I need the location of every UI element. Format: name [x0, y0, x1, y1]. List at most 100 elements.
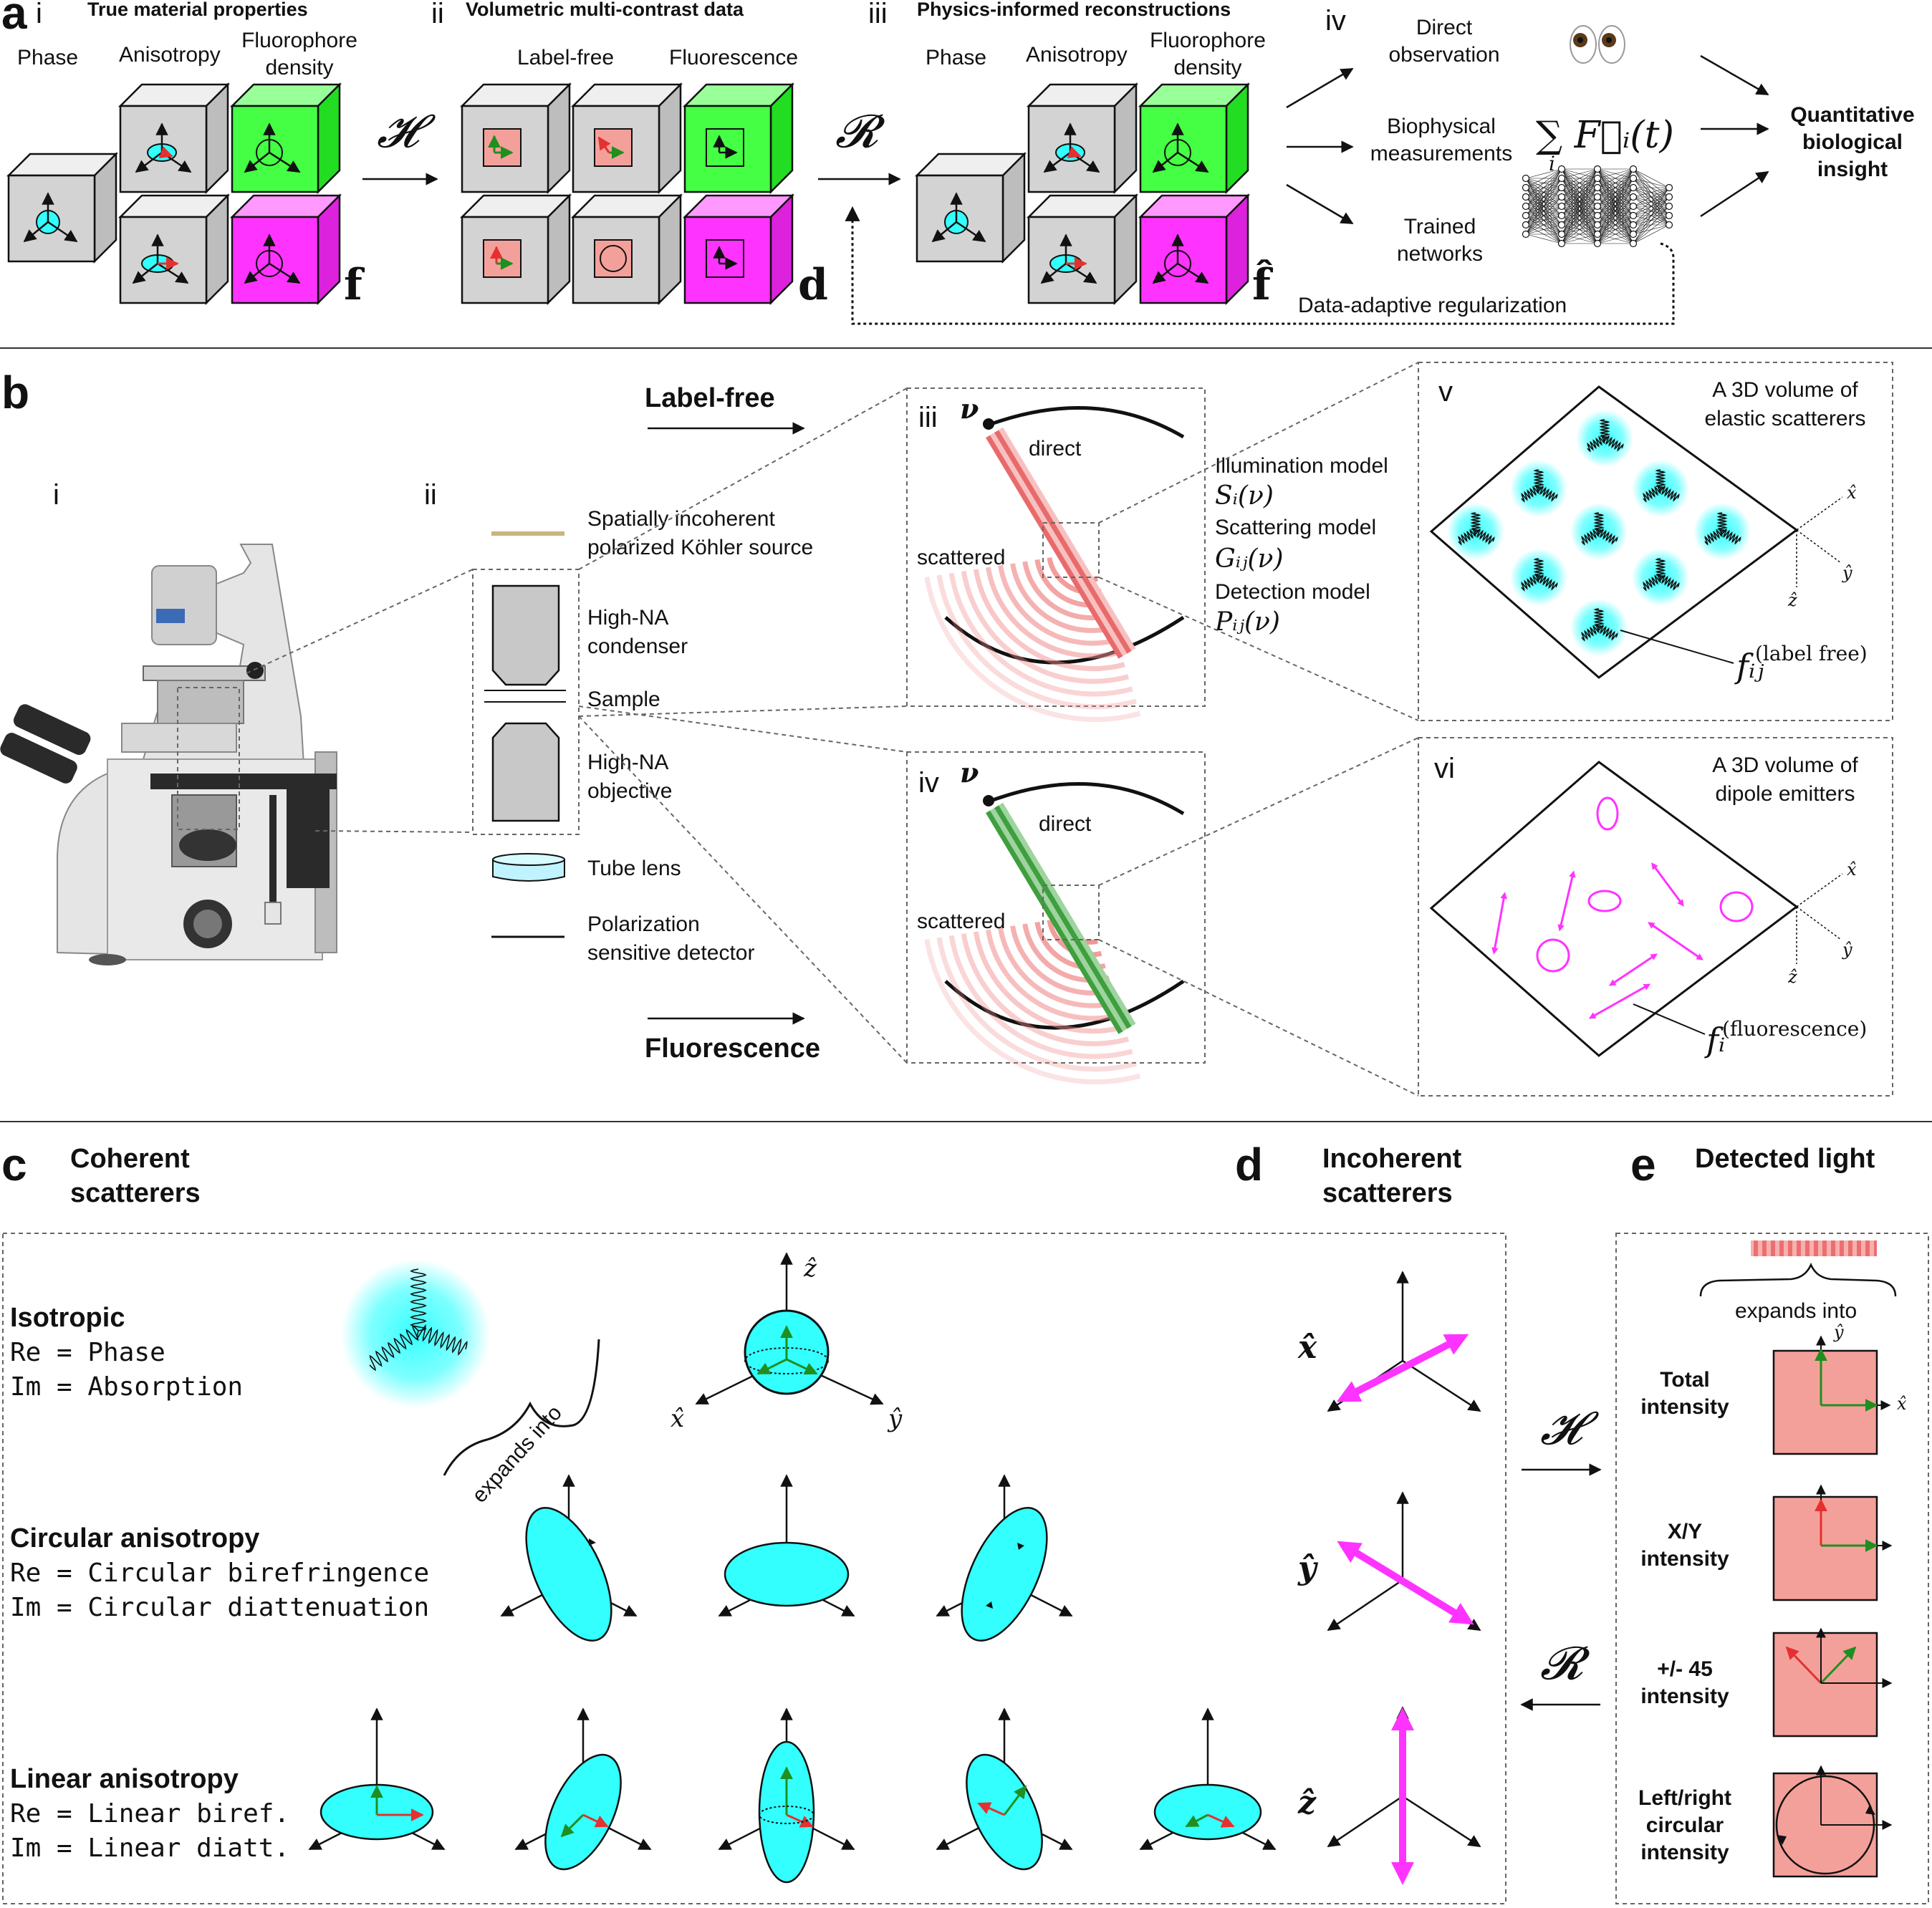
scatter-model-eq: Gᵢⱼ(ν): [1215, 544, 1283, 574]
iv-direct: direct: [1039, 812, 1092, 836]
illum-model-label: Illumination model: [1215, 454, 1388, 478]
isotropic-re: Re = Phase: [10, 1338, 165, 1367]
vi-dipoles: [1491, 796, 1754, 1019]
isotropic-title: Isotropic: [10, 1303, 125, 1333]
incoherent-y: ŷ: [1297, 1491, 1481, 1632]
circular-title: Circular anisotropy: [10, 1523, 259, 1553]
symbol-f-hat: f̂: [1252, 259, 1274, 310]
incoherent-z: ẑ: [1297, 1706, 1481, 1886]
c-expands-label: expands into: [468, 1401, 567, 1508]
component-sample: Sample: [587, 688, 660, 711]
iso-sphere-diagram: ẑ x̂ ŷ: [671, 1252, 903, 1433]
iv-nu: ν: [960, 756, 979, 789]
eyes-icon: [1570, 25, 1625, 64]
iv-bottom-arc: [944, 979, 1185, 1030]
data-cube-fl-green: [682, 82, 795, 195]
step-i-phase-label: Phase: [17, 46, 78, 69]
v-pointer: [1620, 630, 1734, 664]
scatter-box-iv: [906, 751, 1206, 1064]
e-ax-y: ŷ: [1833, 1322, 1844, 1342]
v-f-sup: (label free): [1755, 642, 1868, 665]
detected-wave: [1751, 1240, 1877, 1256]
arrow-to-direct: [1286, 67, 1354, 109]
scatter-box-iii: [906, 387, 1206, 707]
d-label-x: x̂: [1297, 1329, 1317, 1366]
component-tube-lens: Tube lens: [587, 857, 681, 880]
zoom-line-8: [1098, 577, 1419, 721]
circular-im: Im = Circular diattenuation: [10, 1593, 429, 1622]
incoherent-x: x̂: [1297, 1271, 1481, 1412]
objective: [491, 722, 560, 822]
iv-zoom-region: [1042, 885, 1100, 940]
e-expands-label: expands into: [1735, 1299, 1857, 1323]
linear-im: Im = Linear diatt.: [10, 1834, 289, 1863]
iso-axis-y: ŷ: [887, 1404, 903, 1433]
v-scatterers: [1447, 410, 1751, 656]
linear-title: Linear anisotropy: [10, 1764, 239, 1794]
detect-model-eq: Pᵢⱼ(ν): [1214, 607, 1280, 637]
iii-top-arc: [986, 406, 1185, 439]
symbol-f: f: [344, 260, 365, 310]
cube-phase: [6, 151, 119, 264]
panel-c-letter: c: [1, 1139, 27, 1190]
data-cube-fl-magenta: [682, 193, 795, 306]
recon-cube-fluor-magenta: [1138, 193, 1251, 306]
linear-ellipsoids: [308, 1707, 1277, 1884]
iv-number: iv: [918, 767, 939, 799]
panel-c-box: [2, 1233, 1506, 1904]
e-expands-brace: [1699, 1262, 1897, 1297]
data-cube-lf-4: [570, 193, 683, 306]
data-cube-lf-2: [570, 82, 683, 195]
data-cube-lf-3: [459, 193, 572, 306]
force-formula-sub: i: [1549, 152, 1555, 175]
arrow-to-trained: [1286, 183, 1354, 225]
zoom-line-9: [1098, 737, 1419, 886]
b-sub-ii: ii: [424, 479, 437, 511]
iso-axis-x: x̂: [671, 1404, 684, 1433]
volume-box-vi: [1418, 737, 1893, 1097]
zoom-line-10: [1098, 939, 1419, 1097]
vi-ax-x: x̂: [1847, 859, 1857, 880]
v-ax-z: ẑ: [1787, 590, 1797, 610]
isotropic-springs: [369, 1268, 468, 1372]
expands-brace: [443, 1339, 600, 1476]
operator-forward: 𝓗: [377, 105, 436, 158]
iii-bottom-arc: [944, 615, 1185, 665]
operator-recon: 𝓡: [835, 105, 885, 158]
feedback-label: Data-adaptive regularization: [1298, 294, 1567, 317]
step-ii-number: ii: [431, 0, 444, 29]
iso-axis-z: ẑ: [803, 1254, 817, 1283]
microscope-illustration: [0, 544, 337, 965]
iii-number: iii: [918, 402, 938, 433]
panel-a-letter: a: [1, 0, 27, 39]
iii-nu: ν: [960, 392, 979, 425]
step-ii-title: Volumetric multi-contrast data: [466, 0, 744, 20]
panel-d-letter: d: [1235, 1139, 1263, 1190]
iv-direct-beam: [985, 802, 1136, 1034]
panel-e-heading: Detected light: [1695, 1144, 1875, 1174]
cube-anisotropy-top: [117, 82, 231, 195]
v-axes: x̂ ŷ ẑ: [1787, 483, 1857, 610]
illum-model-eq: Sᵢ(ν): [1215, 481, 1274, 511]
zoom-line-6: [578, 716, 908, 1064]
data-cube-lf-1: [459, 82, 572, 195]
panel-b: b i ii: [0, 362, 1893, 1097]
detect-model-label: Detection model: [1215, 580, 1370, 604]
zoom-line-1: [246, 569, 474, 674]
neural-network-icon: [1522, 165, 1673, 248]
recon-cube-aniso-top: [1026, 82, 1139, 195]
zoom-line-5: [578, 705, 908, 753]
